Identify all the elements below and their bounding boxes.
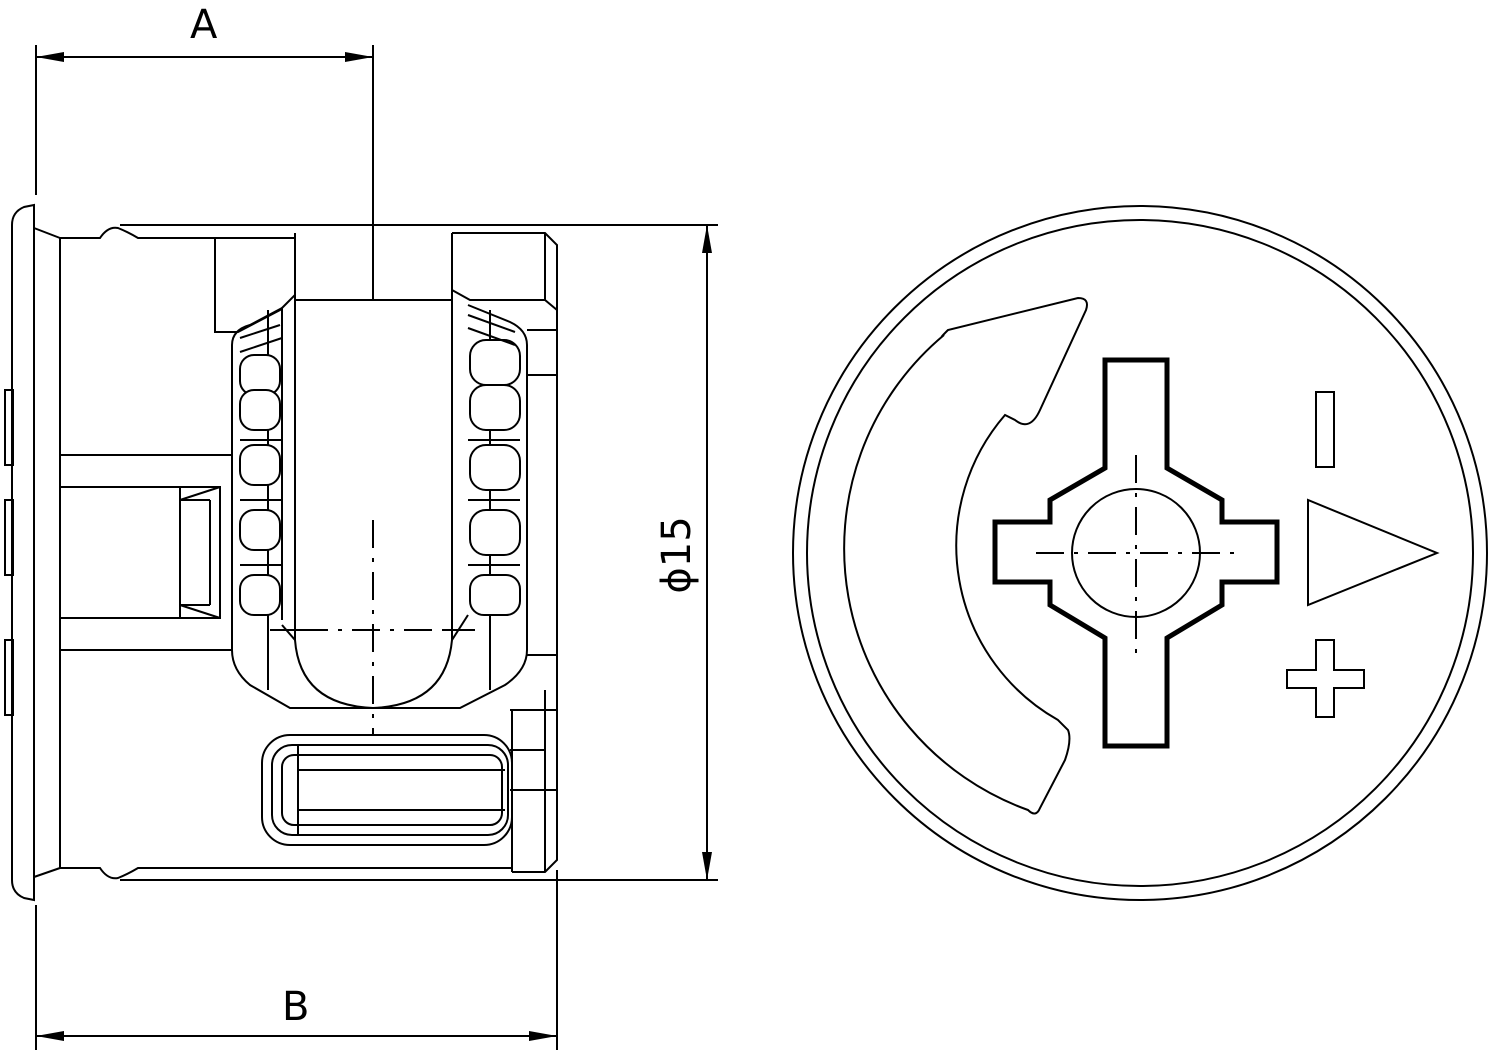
body-outline [33, 226, 558, 880]
dimension-b: B [35, 870, 558, 1050]
pointer-triangle-icon [1307, 498, 1440, 607]
central-slot [270, 233, 475, 735]
front-view [792, 205, 1488, 901]
minus-symbol-icon [1315, 391, 1335, 468]
cam-outer-rim [792, 205, 1488, 901]
dimension-b-label: B [282, 984, 309, 1030]
dimension-a-label: A [190, 2, 218, 48]
side-view: A B ϕ15 [4, 2, 718, 1050]
dimension-diameter-label: ϕ15 [654, 516, 700, 593]
cross-slot-icon [992, 357, 1280, 749]
thread-ridges-right [467, 314, 521, 616]
plus-symbol-icon [1286, 639, 1365, 718]
oblong-window [261, 734, 513, 846]
hex-recess [60, 454, 232, 651]
rotation-arrow-icon [843, 296, 1088, 815]
cam-inner-rim [806, 219, 1474, 887]
thread-ridges-left [239, 324, 283, 616]
dimension-diameter: ϕ15 [120, 224, 718, 881]
flange [4, 203, 35, 902]
